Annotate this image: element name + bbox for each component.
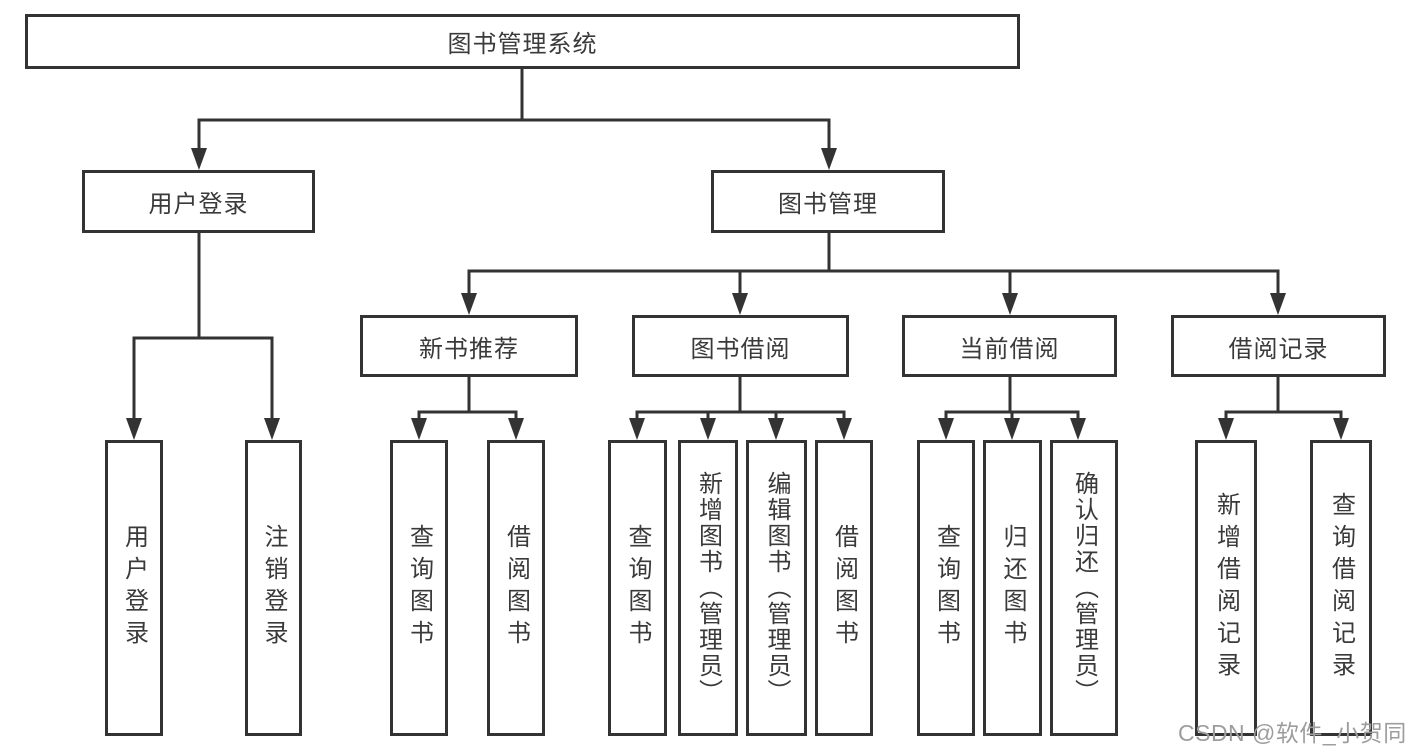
node-new-book-recommend-label: 新书推荐 [419, 335, 519, 363]
arrowhead-b3 [768, 418, 784, 440]
node-book-management-label: 图书管理 [778, 191, 878, 218]
leaf-return-books: 归还图书 [983, 440, 1042, 736]
leaf-add-borrow-record: 新增借阅记录 [1195, 440, 1257, 736]
node-book-borrowing-label: 图书借阅 [690, 335, 791, 363]
arrowhead-currentborrow [1002, 293, 1018, 315]
arrowhead-b2 [700, 418, 716, 440]
leaf-logout: 注销登录 [245, 440, 302, 736]
node-user-login: 用户登录 [82, 170, 315, 233]
leaf-query-books-newbooks: 查询图书 [390, 440, 448, 736]
arrowhead-newbooks [461, 293, 477, 315]
leaf-query-books-borrow-label: 查询图书 [624, 524, 651, 652]
leaf-borrow-books-newbooks-label: 借阅图书 [502, 524, 530, 652]
node-borrowing-records-label: 借阅记录 [1228, 335, 1329, 363]
csdn-watermark: CSDN @软件_小贺同学 [1178, 720, 1405, 746]
node-user-login-label: 用户登录 [148, 191, 249, 218]
arrowhead-b1 [629, 418, 645, 440]
leaf-add-books-admin: 新增图书（管理员） [678, 440, 738, 736]
leaf-query-borrow-record-label: 查询借阅记录 [1327, 492, 1355, 684]
arrowhead-b4 [836, 418, 852, 440]
leaf-add-borrow-record-label: 新增借阅记录 [1212, 492, 1240, 684]
arrowhead-n1 [411, 418, 427, 440]
leaf-edit-books-admin: 编辑图书（管理员） [746, 440, 807, 736]
arrowhead-c1 [938, 418, 954, 440]
arrowhead-u1 [126, 418, 142, 440]
arrowhead-borrowrecords [1270, 293, 1286, 315]
node-library-system: 图书管理系统 [25, 14, 1020, 69]
node-library-system-label: 图书管理系统 [447, 31, 598, 58]
arrowhead-bookborrow [732, 293, 748, 315]
leaf-confirm-return-admin-label: 确认归还（管理员） [1070, 471, 1098, 705]
leaf-borrow-books-newbooks: 借阅图书 [487, 440, 545, 736]
leaf-logout-label: 注销登录 [260, 524, 287, 652]
leaf-user-login: 用户登录 [105, 440, 163, 736]
leaf-query-borrow-record: 查询借阅记录 [1310, 440, 1372, 736]
arrowhead-n2 [508, 418, 524, 440]
arrowhead-user-login [191, 148, 207, 170]
arrowhead-u2 [264, 418, 280, 440]
node-book-management: 图书管理 [711, 170, 945, 233]
node-current-borrowing: 当前借阅 [902, 315, 1117, 377]
leaf-borrow-books-label: 借阅图书 [830, 524, 858, 652]
node-book-borrowing: 图书借阅 [632, 315, 849, 377]
leaf-borrow-books: 借阅图书 [815, 440, 873, 736]
arrowhead-c2 [1004, 418, 1020, 440]
leaf-edit-books-admin-label: 编辑图书（管理员） [763, 471, 790, 705]
arrowhead-r1 [1218, 418, 1234, 440]
leaf-query-books-current: 查询图书 [917, 440, 975, 736]
arrowhead-c3 [1070, 418, 1086, 440]
arrowhead-r2 [1333, 418, 1349, 440]
node-new-book-recommend: 新书推荐 [360, 315, 578, 377]
leaf-query-books-current-label: 查询图书 [932, 524, 960, 652]
arrowhead-book-mgmt [821, 148, 837, 170]
leaf-add-books-admin-label: 新增图书（管理员） [694, 471, 722, 705]
leaf-confirm-return-admin: 确认归还（管理员） [1050, 440, 1118, 736]
leaf-user-login-label: 用户登录 [120, 524, 148, 652]
leaf-query-books-borrow: 查询图书 [608, 440, 667, 736]
node-current-borrowing-label: 当前借阅 [959, 335, 1060, 363]
node-borrowing-records: 借阅记录 [1171, 315, 1386, 377]
leaf-query-books-newbooks-label: 查询图书 [405, 524, 433, 652]
leaf-return-books-label: 归还图书 [999, 524, 1026, 652]
